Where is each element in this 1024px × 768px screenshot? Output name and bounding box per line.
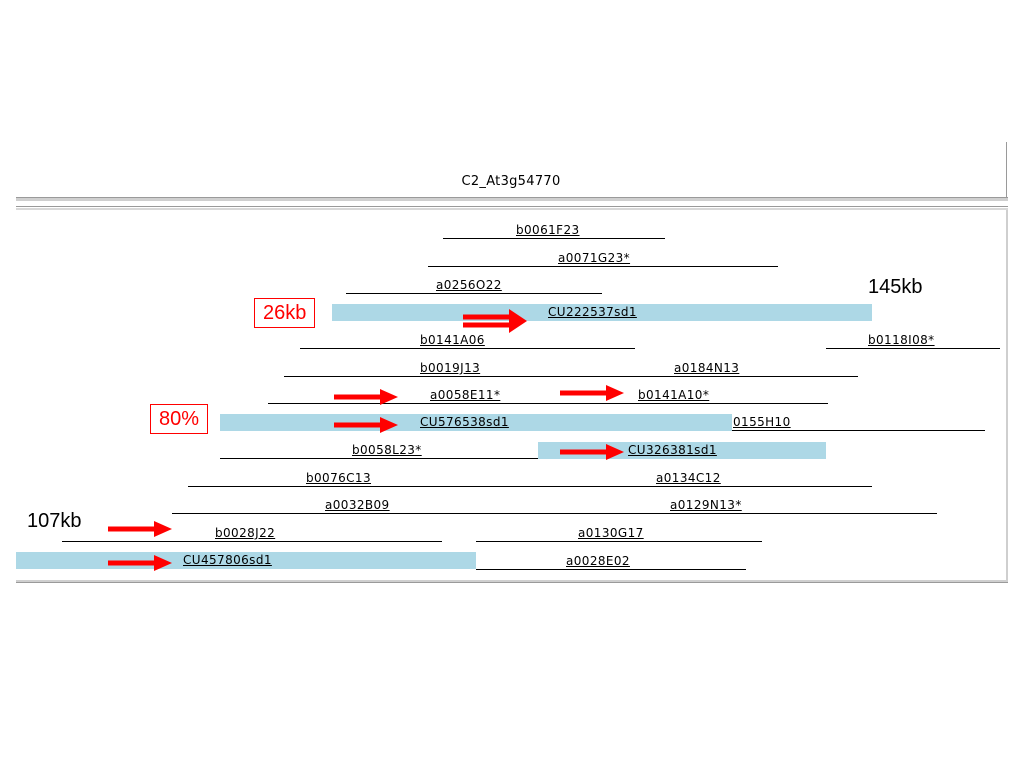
clone-line-b0141a10[interactable]	[545, 403, 828, 404]
clone-label-a0134c12[interactable]: a0134C12	[656, 471, 721, 485]
clone-label-b0058l23[interactable]: b0058L23*	[352, 443, 422, 457]
header-separator-shadow	[16, 208, 1008, 210]
clone-line-b0141a06[interactable]	[300, 348, 635, 349]
clone-line-b0019j13[interactable]	[284, 376, 560, 377]
clone-line-a0130g17[interactable]	[476, 541, 762, 542]
arrow-b0028j22-icon	[108, 521, 172, 537]
clone-label-b0118i08[interactable]: b0118I08*	[868, 333, 935, 347]
arrow-cu457806sd1-icon	[108, 555, 172, 571]
clone-label-cu576538sd1[interactable]: CU576538sd1	[420, 415, 509, 429]
clone-label-a0129n13[interactable]: a0129N13*	[670, 498, 742, 512]
contig-title: C2_At3g54770	[461, 174, 561, 189]
clone-label-b0028j22[interactable]: b0028J22	[215, 526, 276, 540]
clone-label-cu222537sd1[interactable]: CU222537sd1	[548, 305, 637, 319]
clone-line-a0032b09[interactable]	[172, 513, 495, 514]
clone-line-b0076c13[interactable]	[188, 486, 485, 487]
clone-line-a0028e02[interactable]	[476, 569, 746, 570]
clone-line-b0061f23[interactable]	[443, 238, 665, 239]
clone-label-b0141a06[interactable]: b0141A06	[420, 333, 485, 347]
clone-line-b0058l23[interactable]	[220, 458, 538, 459]
clone-label-a0130g17[interactable]: a0130G17	[578, 526, 644, 540]
clone-line-a0184n13[interactable]	[560, 376, 858, 377]
clone-line-a0256o22[interactable]	[346, 293, 602, 294]
clone-line-a0129n13[interactable]	[495, 513, 937, 514]
clone-label-a0058e11[interactable]: a0058E11*	[430, 388, 501, 402]
header-separator-line	[16, 206, 1008, 207]
clone-label-b0019j13[interactable]: b0019J13	[420, 361, 481, 375]
size-label-26kb: 26kb	[254, 298, 316, 328]
arrow-cu576538sd1-icon	[334, 417, 398, 433]
clone-label-a0256o22[interactable]: a0256O22	[436, 278, 502, 292]
clone-line-a0071g23[interactable]	[428, 266, 778, 267]
clone-label-0155h10[interactable]: 0155H10	[733, 415, 791, 429]
arrow-b0141a10-icon	[560, 385, 624, 401]
clone-label-b0076c13[interactable]: b0076C13	[306, 471, 372, 485]
clone-label-a0071g23[interactable]: a0071G23*	[558, 251, 631, 265]
clone-label-cu457806sd1[interactable]: CU457806sd1	[183, 553, 272, 567]
clone-label-a0184n13[interactable]: a0184N13	[674, 361, 740, 375]
arrow-cu326381sd1-icon	[560, 444, 624, 460]
arrow-a0058e11-icon	[334, 389, 398, 405]
panel-border-right	[1006, 142, 1007, 198]
clone-label-a0028e02[interactable]: a0028E02	[566, 554, 630, 568]
clone-line-0155h10[interactable]	[732, 430, 985, 431]
clone-line-b0028j22[interactable]	[62, 541, 442, 542]
header-separator	[16, 197, 1008, 201]
footer-separator	[16, 580, 1008, 583]
size-label-145kb: 145kb	[868, 276, 923, 298]
clone-line-a0058e11[interactable]	[268, 403, 545, 404]
size-label-107kb: 107kb	[27, 510, 82, 532]
clone-line-a0134c12[interactable]	[485, 486, 872, 487]
clone-label-b0061f23[interactable]: b0061F23	[516, 223, 580, 237]
percent-label-80: 80%	[150, 404, 209, 434]
clone-label-cu326381sd1[interactable]: CU326381sd1	[628, 443, 717, 457]
clone-label-a0032b09[interactable]: a0032B09	[325, 498, 390, 512]
panel-scroll-edge	[1006, 210, 1008, 582]
clone-label-b0141a10[interactable]: b0141A10*	[638, 388, 710, 402]
arrow-cu222537sd1-icon	[463, 309, 527, 333]
clone-line-b0118i08[interactable]	[826, 348, 1000, 349]
